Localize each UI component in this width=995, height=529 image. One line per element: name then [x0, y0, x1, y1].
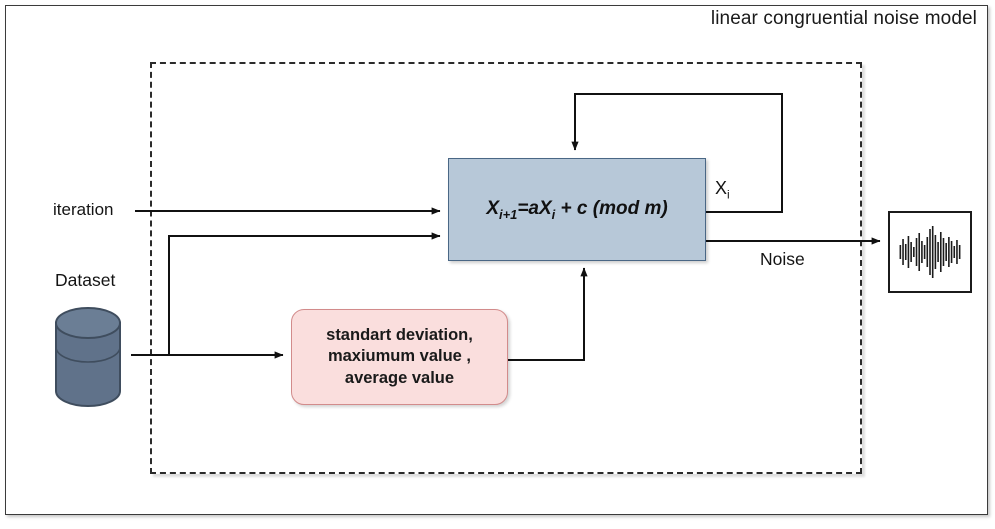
- statistics-label: standart deviation, maxiumum value , ave…: [326, 326, 473, 387]
- dashed-model-boundary: [150, 62, 862, 474]
- xi-subscript: i: [727, 187, 730, 202]
- formula-suffix: + c (mod m): [555, 197, 668, 219]
- noise-output-node[interactable]: [888, 211, 972, 293]
- xi-letter: X: [715, 178, 728, 198]
- formula-label: Xi+1=aXi + c (mod m): [486, 198, 667, 222]
- xi-feedback-label: Xi: [715, 178, 730, 202]
- formula-node[interactable]: Xi+1=aXi + c (mod m): [448, 158, 706, 261]
- formula-sub-i: i: [551, 206, 556, 222]
- audio-waveform-icon: [899, 226, 961, 278]
- noise-label: Noise: [760, 249, 805, 269]
- formula-mid: =aX: [517, 197, 552, 219]
- formula-x-prefix: X: [486, 197, 499, 219]
- database-cylinder-icon[interactable]: [53, 307, 123, 407]
- dataset-label: Dataset: [55, 270, 116, 290]
- page-title: linear congruential noise model: [710, 8, 977, 29]
- statistics-node[interactable]: standart deviation, maxiumum value , ave…: [291, 309, 508, 405]
- formula-sub-iplus1: i+1: [499, 206, 518, 222]
- iteration-label: iteration: [53, 200, 114, 219]
